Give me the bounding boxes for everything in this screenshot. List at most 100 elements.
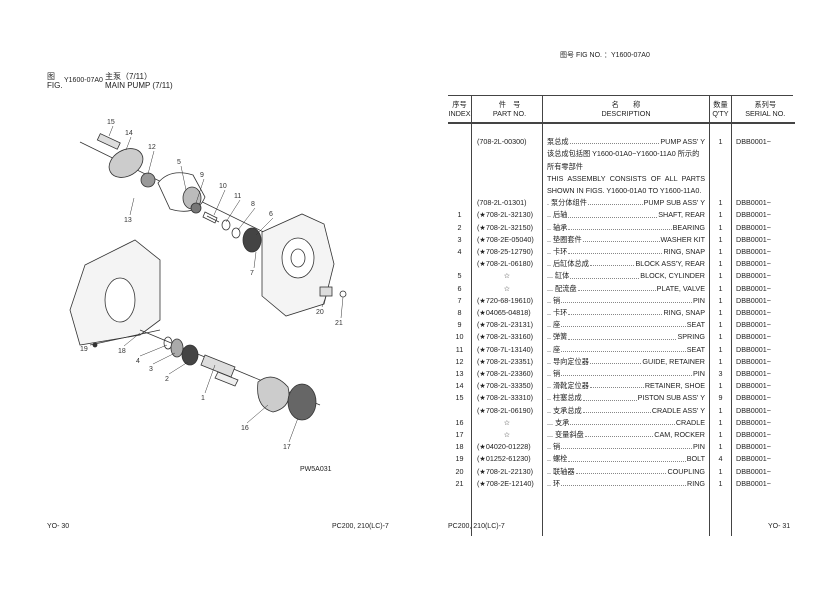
desc-cn: .. 卡环 [547,308,568,318]
index: 3 [457,234,462,244]
index [448,405,472,417]
qty: 1 [709,331,732,344]
qty: 1 [709,221,732,234]
desc-en: BLOCK ASS'Y, REAR [635,259,705,269]
qty: 1 [709,441,732,454]
part-number: ☆ [471,429,543,442]
fig-number-header: 图号 FIG NO. ：Y1600-07A0 [560,52,650,59]
figure-title-en: MAIN PUMP (7/11) [105,81,173,90]
desc-cn: .. 座 [547,344,561,354]
fig-label-en: FIG. [47,81,63,90]
desc-cn: .. 弹簧 [547,332,568,342]
index: 16 [455,417,464,427]
part-number: (★708-2L-32150) [471,221,543,234]
qty: 1 [709,416,732,430]
part-number: (★04020-01228) [471,441,543,454]
serial-no: DBB0001~ [731,233,795,247]
callout-label: 7 [250,270,254,277]
desc-cn: 泵总成 [547,137,569,147]
part-number: (★708-7L-13140) [471,343,543,356]
col-part: PART NO. [492,109,527,118]
fig-label-cn: 图 [47,72,55,81]
desc-cn: ... 缸体 [547,271,570,281]
serial-no: DBB0001~ [731,136,795,149]
index: 14 [455,381,464,391]
left-page-number: YO- 30 [47,523,70,530]
serial-no: DBB0001~ [731,453,795,466]
qty: 1 [709,258,732,271]
index: 8 [457,308,462,318]
part-number: ☆ [471,270,543,283]
callout-label: 19 [80,346,88,353]
qty: 1 [709,319,732,332]
desc-en: COUPLING [667,466,705,476]
serial-no: DBB0001~ [731,307,795,320]
part-number: (★04065-04818) [471,307,543,320]
col-desc-cn: 名 称 [611,100,641,109]
index: 18 [455,442,464,452]
index [448,258,472,270]
col-index-cn: 序号 [452,100,467,109]
desc-cn: .. 环 [547,478,561,488]
qty: 3 [709,368,732,381]
part-number: (★708-2L-23360) [471,368,543,381]
index: 2 [457,222,462,232]
serial-no: DBB0001~ [731,465,795,478]
callout-label: 2 [165,376,169,383]
index: 10 [455,332,464,342]
part-number: (★708-2L-33350) [471,380,543,393]
desc-cn: .. 销 [547,295,561,305]
callout-label: 5 [177,159,181,166]
exploded-parts-diagram: 15 14 12 5 9 10 11 8 6 7 13 20 21 19 18 … [69,119,347,451]
desc-cn: .. 座 [547,320,561,330]
qty: 1 [709,270,732,283]
desc-cn: .. 滑靴定位器 [547,381,589,391]
col-part-cn: 件 号 [498,100,521,109]
part-number: (★708-25-12790) [471,246,543,259]
desc-cn: .. 导向定位器 [547,356,589,366]
desc-en: RING, SNAP [663,308,705,318]
callout-label: 13 [124,217,132,224]
part-number: (★708-2E-12140) [471,477,543,491]
part-number: (★708-2L-32130) [471,209,543,222]
serial-no: DBB0001~ [731,197,795,210]
qty: 1 [709,307,732,320]
part-number: ☆ [471,416,543,430]
desc-en: PUMP ASS' Y [660,137,705,147]
desc-en: RING [687,478,705,488]
desc-en: BEARING [672,222,705,232]
part-number: (★708-2L-33160) [471,331,543,344]
qty: 1 [709,282,732,295]
index: 7 [457,295,462,305]
index: 12 [455,356,464,366]
desc-cn: .. 垫圈套件 [547,234,582,244]
qty: 1 [709,246,732,259]
piston-part [96,133,121,150]
desc-en: CAM, ROCKER [654,430,705,440]
part-number: (★708-2E-05040) [471,233,543,247]
qty: 1 [709,429,732,442]
desc-cn: .. 联轴器 [547,466,575,476]
index [448,197,472,209]
serial-no: DBB0001~ [731,221,795,234]
callout-label: 11 [234,193,241,200]
index: 11 [455,344,464,354]
desc-en: PIN [693,369,705,379]
callout-label: 14 [125,130,133,137]
desc-cn: . 泵分体组件 [547,198,587,208]
assembly-note-cn: 该总成包括图 Y1600-01A0~Y1600-11A0 所示的所有零部件 [547,149,700,171]
desc-cn: .. 柱塞总成 [547,393,582,403]
serial-no: DBB0001~ [731,209,795,222]
part-number: (708-2L-01301) [471,197,543,210]
fig-label: 图 FIG. [47,72,63,90]
desc-en: SEAT [686,344,705,354]
